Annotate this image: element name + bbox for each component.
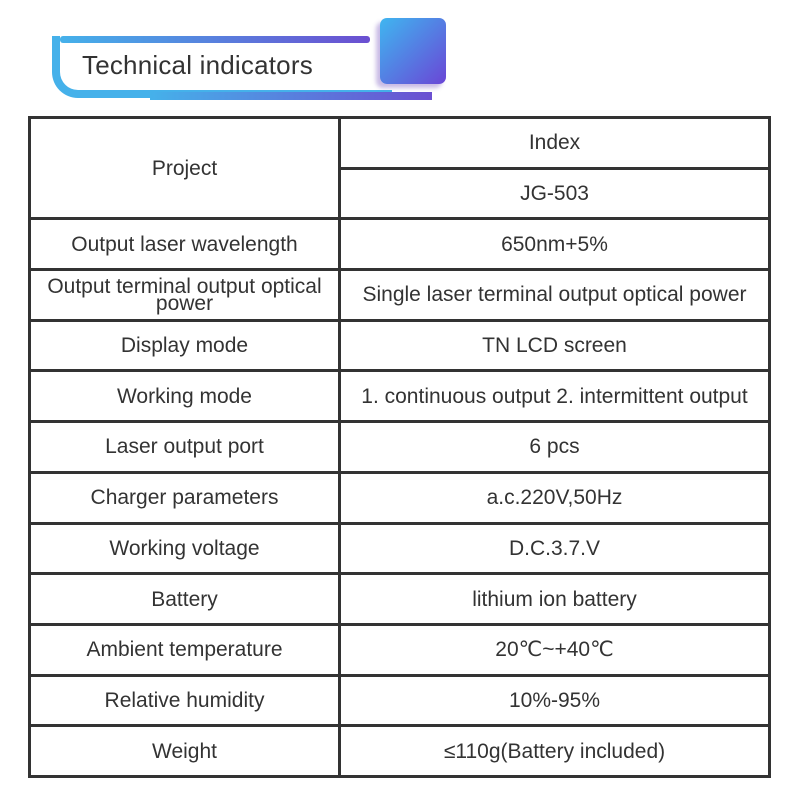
row-value: 6 pcs	[338, 420, 771, 474]
table-row: Ambient temperature 20℃~+40℃	[28, 622, 771, 677]
row-label: Display mode	[28, 318, 341, 373]
decorative-square-icon	[380, 18, 446, 84]
table-row: Laser output port 6 pcs	[28, 420, 771, 474]
row-label: Weight	[28, 724, 341, 778]
row-value: TN LCD screen	[338, 318, 771, 373]
row-label: Ambient temperature	[28, 622, 341, 677]
project-label-cell: Project	[28, 115, 341, 221]
table-row: Output laser wavelength 650nm+5%	[28, 217, 771, 272]
row-value: lithium ion battery	[338, 572, 771, 626]
row-label: Working mode	[28, 369, 341, 424]
header-bottom-bar	[150, 92, 432, 100]
spec-table: Project Index JG-503 Output laser wavele…	[28, 115, 771, 778]
model-cell: JG-503	[338, 166, 771, 221]
table-row: Output terminal output optical power Sin…	[28, 268, 771, 322]
table-row: Battery lithium ion battery	[28, 572, 771, 626]
table-row: Working mode 1. continuous output 2. int…	[28, 369, 771, 424]
table-row: Weight ≤110g(Battery included)	[28, 724, 771, 778]
table-row: Display mode TN LCD screen	[28, 318, 771, 373]
row-label: Working voltage	[28, 521, 341, 576]
index-label-cell: Index	[338, 116, 771, 170]
table-row: JG-503	[30, 166, 771, 221]
row-value: ≤110g(Battery included)	[338, 724, 771, 778]
page-title: Technical indicators	[82, 50, 313, 80]
row-value: a.c.220V,50Hz	[338, 470, 771, 525]
row-label: Charger parameters	[28, 470, 341, 525]
row-value: 1. continuous output 2. intermittent out…	[338, 369, 771, 424]
row-value: Single laser terminal output optical pow…	[338, 268, 771, 322]
row-value: 10%-95%	[338, 673, 771, 728]
row-value: 20℃~+40℃	[338, 622, 771, 677]
row-label: Relative humidity	[28, 673, 341, 728]
row-label: Laser output port	[28, 420, 341, 474]
row-label: Battery	[28, 572, 341, 626]
row-value: 650nm+5%	[338, 217, 771, 272]
row-value: D.C.3.7.V	[338, 521, 771, 576]
header-top-bar	[60, 36, 370, 43]
table-row: Relative humidity 10%-95%	[28, 673, 771, 728]
row-label: Output laser wavelength	[28, 217, 341, 272]
table-row: Charger parameters a.c.220V,50Hz	[28, 470, 771, 525]
row-label: Output terminal output optical power	[28, 268, 341, 322]
table-row: Project Index	[28, 115, 771, 221]
table-row: Working voltage D.C.3.7.V	[28, 521, 771, 576]
